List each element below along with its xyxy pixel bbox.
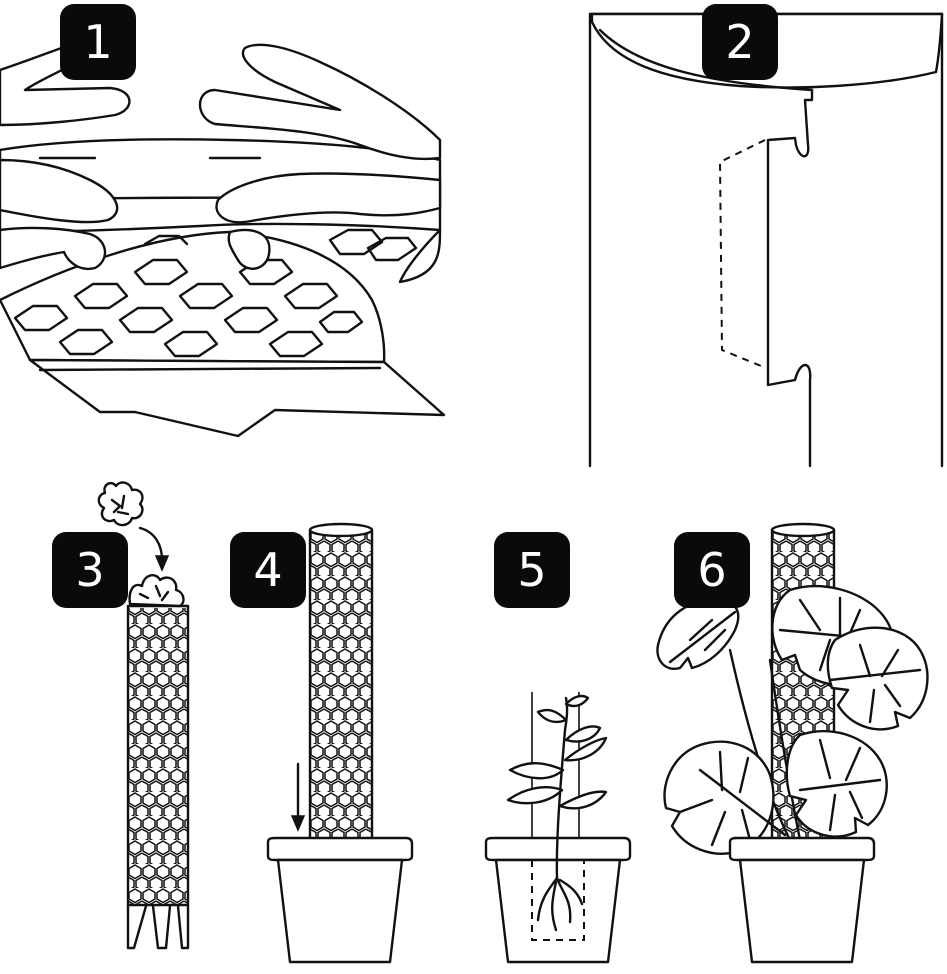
hidden-tab-outline	[718, 139, 767, 369]
moss-top	[128, 574, 185, 608]
pole-top	[308, 522, 374, 538]
panel-2-illustration	[588, 12, 944, 468]
leaf	[558, 790, 608, 810]
moss-clump-falling	[97, 481, 144, 527]
backing-sheet	[28, 358, 446, 438]
pole-honeycomb	[129, 608, 187, 905]
drop-arrow-head	[154, 555, 170, 572]
step-badge-3: 3	[52, 532, 128, 608]
step-badge-5: 5	[494, 532, 570, 608]
step-badge-4: 4	[230, 532, 306, 608]
monstera-leaf	[826, 626, 929, 731]
seedling-stem	[555, 696, 569, 880]
pot-body	[494, 858, 622, 964]
panel-6-illustration	[656, 522, 929, 964]
sheet-hex-cells	[13, 228, 418, 358]
insert-arrow-head	[290, 815, 306, 832]
tab-seam	[766, 88, 814, 468]
right-thumb	[215, 172, 442, 224]
left-thumb	[0, 158, 119, 224]
panel-3-illustration	[97, 481, 190, 950]
pot-rim	[266, 836, 414, 862]
pot-body	[738, 858, 866, 964]
leaf	[536, 708, 568, 724]
pole-honeycomb	[310, 530, 372, 840]
leaf	[564, 694, 590, 708]
pole-outline	[308, 528, 374, 842]
leaf	[563, 736, 608, 762]
leaf	[564, 725, 602, 743]
pot-rim	[728, 836, 876, 862]
pot-body	[276, 858, 404, 964]
step-badge-1: 1	[60, 4, 136, 80]
right-hand-top	[198, 43, 442, 161]
panel-5-illustration	[484, 692, 632, 964]
drop-arrow-curve	[138, 526, 164, 562]
panel-4-illustration	[266, 522, 414, 964]
right-hand-bottom	[227, 228, 442, 284]
monstera-leaf	[785, 730, 888, 838]
left-hand-bottom	[0, 226, 107, 271]
pole-stakes	[126, 903, 190, 950]
seedling-roots	[536, 876, 584, 932]
pole-top	[770, 522, 836, 538]
leaf	[508, 762, 565, 780]
buried-pole-outline	[531, 860, 585, 941]
step-badge-6: 6	[674, 532, 750, 608]
step-badge-2: 2	[702, 4, 778, 80]
panel-1-illustration	[0, 43, 446, 438]
leaf	[506, 786, 564, 805]
